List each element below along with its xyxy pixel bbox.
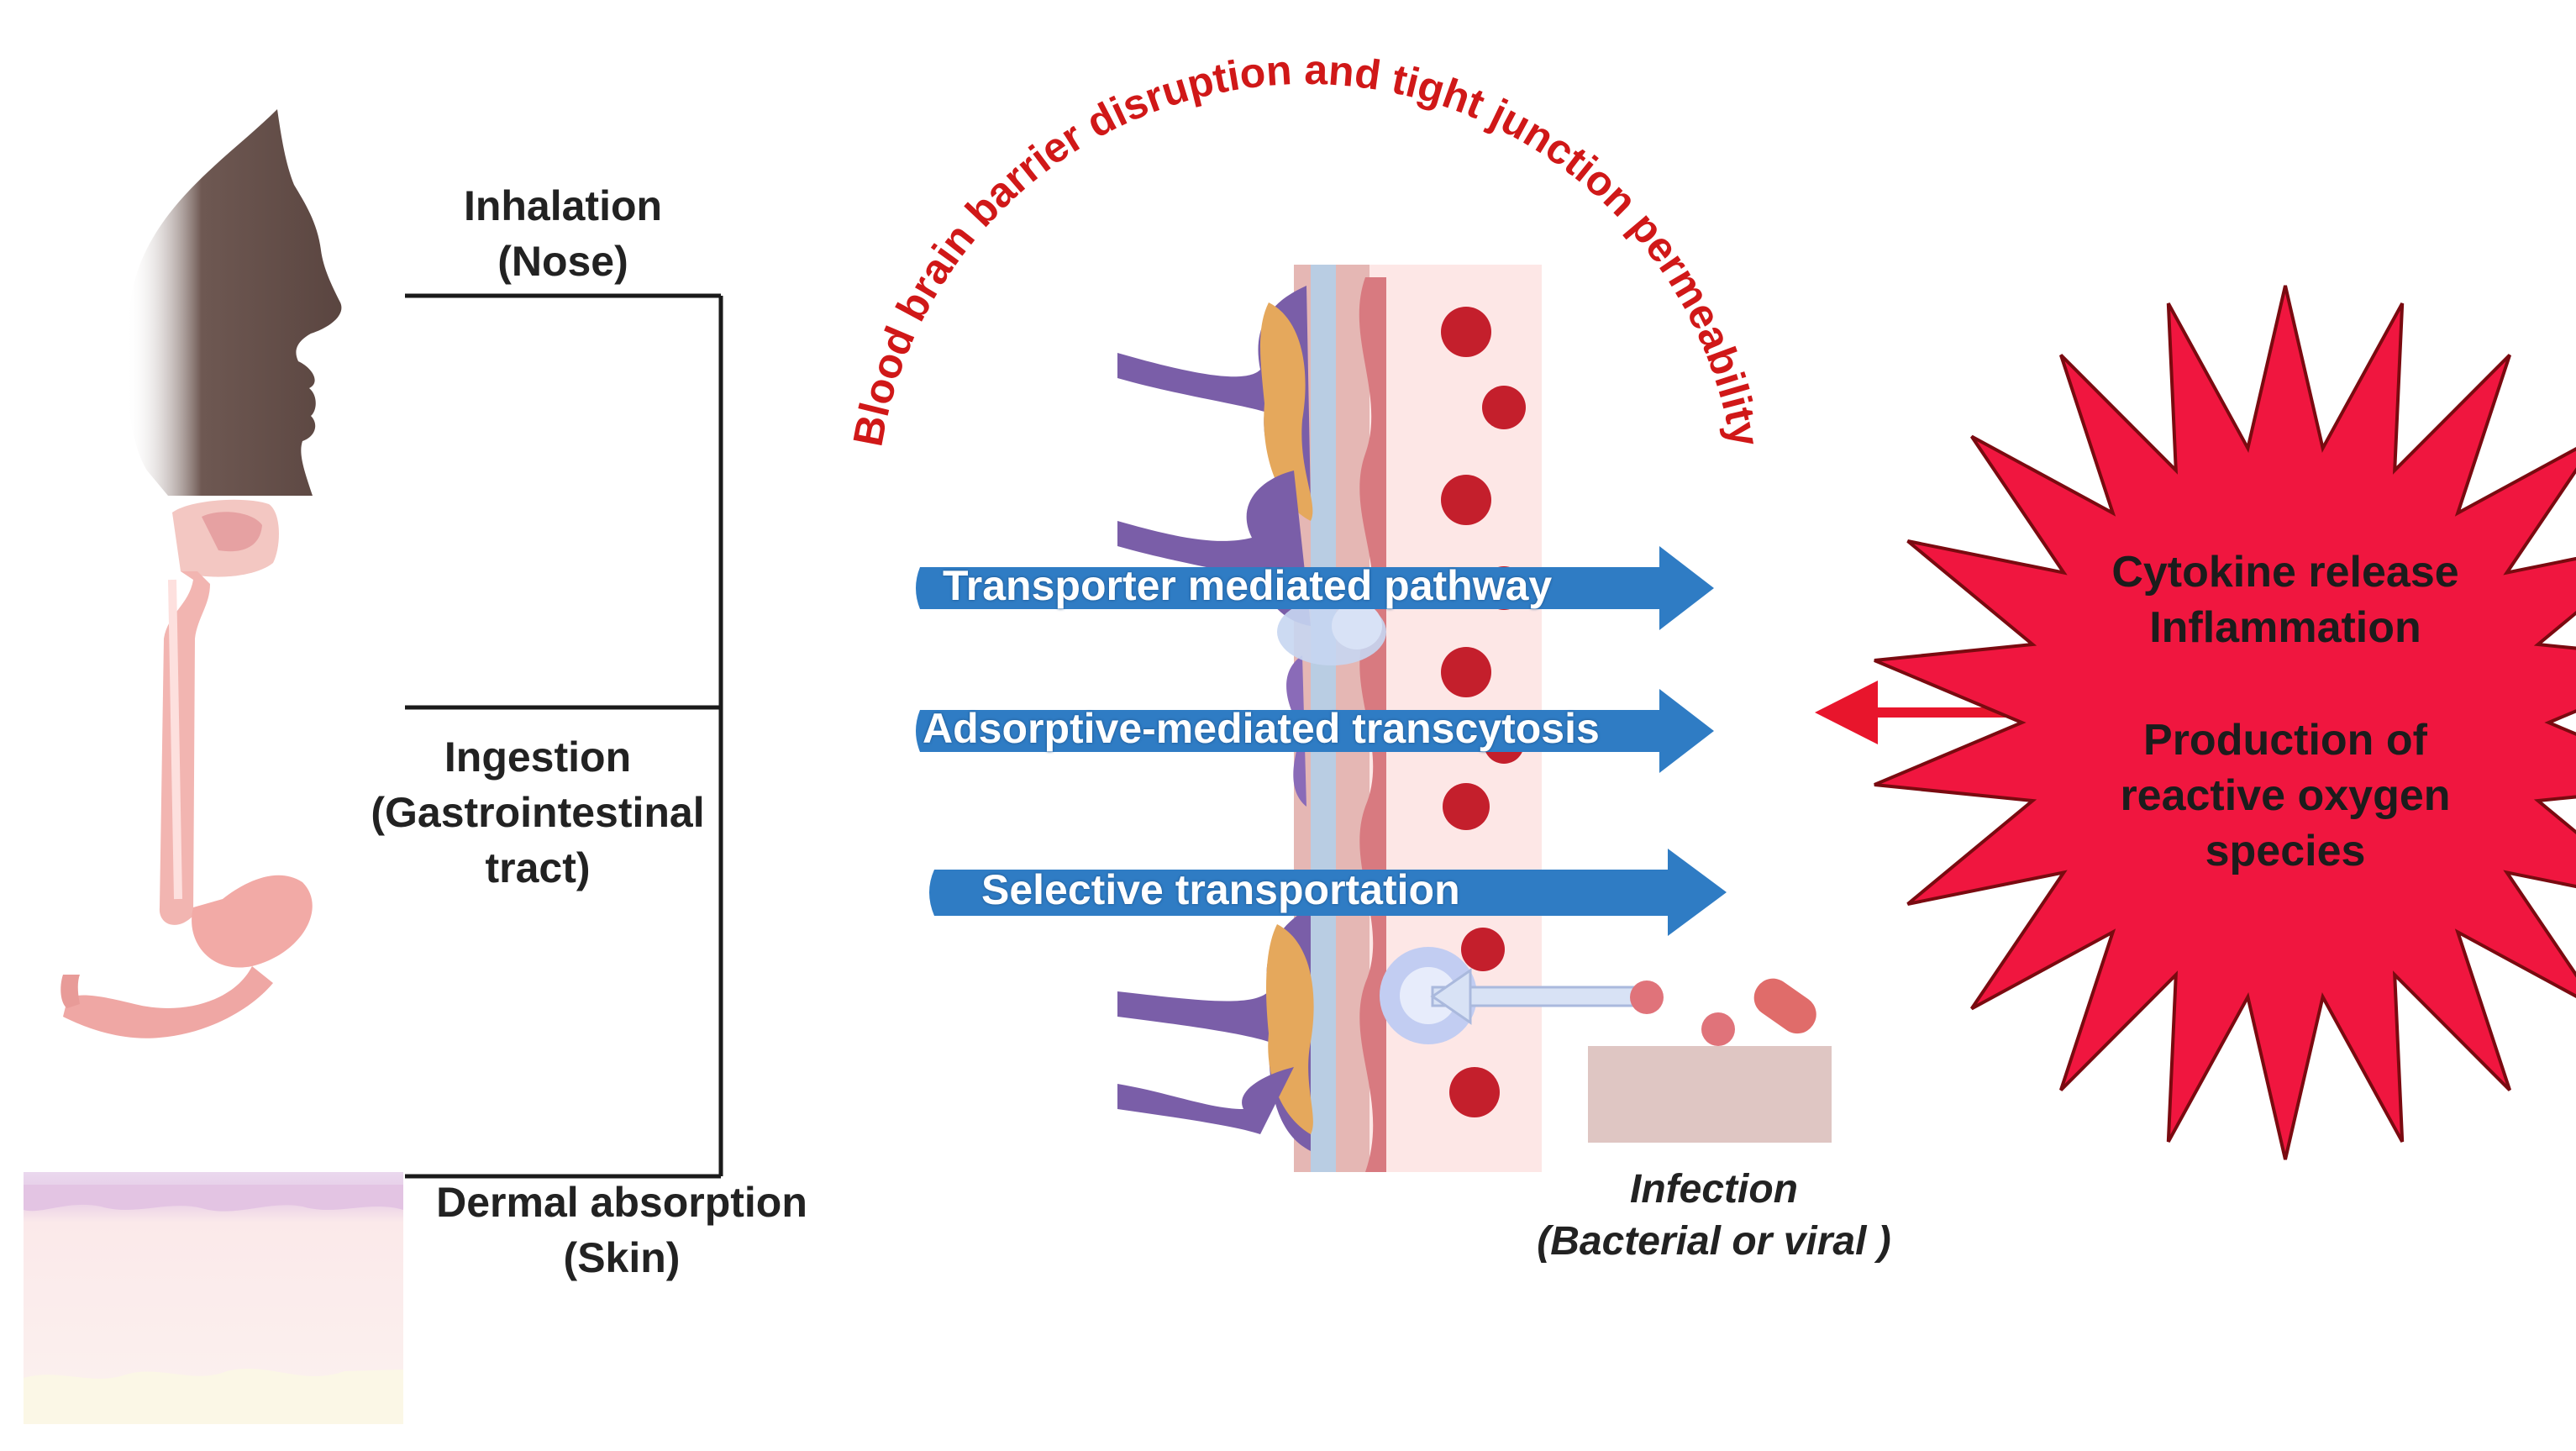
transporter-pathway-label: Transporter mediated pathway [943, 562, 1553, 609]
ros-text-line: Production of [2143, 716, 2427, 765]
infection-label-line: (Bacterial or viral ) [1537, 1219, 1891, 1264]
ros-text-line: species [2205, 827, 2366, 875]
route-bracket [405, 293, 723, 1179]
infection-label: Infection (Bacterial or viral ) [1479, 1164, 1949, 1268]
ingestion-label-line: (Gastrointestinal [371, 789, 705, 836]
ros-text: Production of reactive oxygen species [2050, 712, 2521, 879]
cytokine-text: Cytokine release Inflammation [2050, 544, 2521, 655]
ingestion-label: Ingestion (Gastrointestinal tract) [336, 729, 739, 896]
pathway-arrows [916, 546, 1727, 936]
pathogen-icon [1430, 968, 1832, 1143]
dermal-label-line: (Skin) [563, 1234, 681, 1281]
cytokine-text-line: Cytokine release [2111, 548, 2459, 597]
adsorptive-pathway-label: Adsorptive-mediated transcytosis [923, 705, 1600, 752]
selective-pathway-label: Selective transportation [981, 866, 1460, 913]
ros-text-line: reactive oxygen [2120, 771, 2451, 820]
infection-label-line: Infection [1630, 1167, 1798, 1212]
dermal-label: Dermal absorption (Skin) [403, 1175, 840, 1285]
digestive-tract-icon [60, 499, 313, 1038]
ingestion-label-line: Ingestion [444, 733, 632, 781]
ingestion-label-line: tract) [485, 844, 591, 891]
cytokine-text-line: Inflammation [2149, 603, 2421, 652]
dermal-label-line: Dermal absorption [436, 1179, 807, 1226]
effects-burst-shape [1874, 285, 2576, 1160]
skin-layers-icon [24, 1172, 403, 1424]
inhalation-label-line: (Nose) [497, 238, 628, 285]
face-icon [126, 109, 342, 496]
inhalation-label: Inhalation (Nose) [395, 178, 731, 289]
inhalation-label-line: Inhalation [463, 182, 663, 229]
